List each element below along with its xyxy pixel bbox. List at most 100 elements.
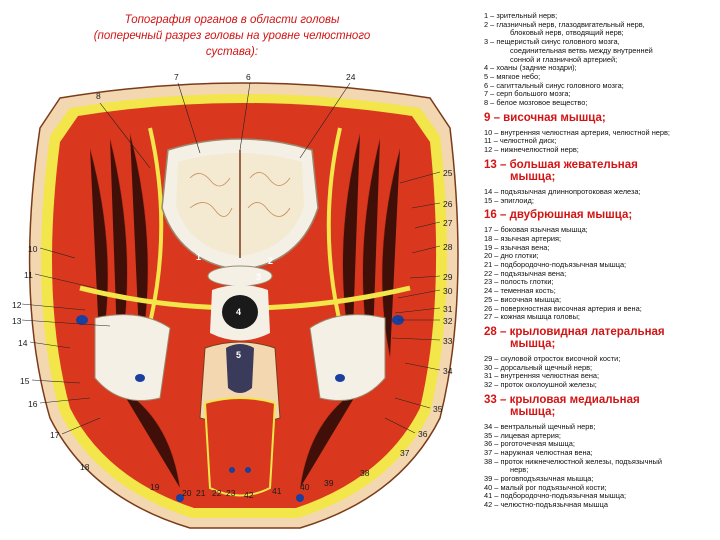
legend-item: 7 – серп большого мозга;: [484, 89, 571, 99]
num-2: 2: [268, 256, 273, 266]
legend-item: 12 – нижнечелюстной нерв;: [484, 145, 579, 155]
num-15: 15: [20, 376, 30, 386]
num-42: 42: [244, 490, 254, 500]
mandible-right: [309, 314, 386, 401]
num-20: 20: [182, 488, 192, 498]
legend-item: 4 – хоаны (задние ноздри);: [484, 63, 577, 73]
num-29: 29: [443, 272, 453, 282]
legend-item: 2 – глазничный нерв, глазодвигательный н…: [484, 19, 645, 29]
num-22: 22: [212, 488, 222, 498]
choanae: [222, 295, 258, 329]
legend-item: 30 – дорсальный щечный нерв;: [484, 362, 593, 372]
figure-number-labels: 1 2 3 4 5 6 7 8 10 11 12 13 14 15 16 17 …: [12, 72, 453, 500]
blood-vessels: [76, 315, 404, 502]
num-8: 8: [96, 91, 101, 101]
legend-item: 11 – челюстной диск;: [484, 136, 557, 146]
num-16: 16: [28, 399, 38, 409]
legend-item: 36 – роготочечная мышца;: [484, 439, 575, 449]
legend-item: 33 – крыловая медиальная: [484, 393, 640, 406]
legend-item: 41 – подбородочно-подъязычная мышца;: [484, 491, 627, 501]
legend-item: мышца;: [510, 405, 556, 418]
num-36: 36: [418, 429, 428, 439]
cavernous-sinus: [207, 265, 273, 287]
num-39: 39: [324, 478, 334, 488]
num-17: 17: [50, 430, 60, 440]
legend-item: 26 – поверхностная височная артерия и ве…: [484, 303, 642, 313]
legend-item: 37 – наружная челюстная вена;: [484, 447, 593, 457]
legend-item: 3 – пещеристый синус головного мозга,: [484, 37, 620, 47]
num-25: 25: [443, 168, 453, 178]
num-28: 28: [443, 242, 453, 252]
legend-item: 17 – боковая язычная мышца;: [484, 225, 588, 235]
legend-item: 16 – двубрюшная мышца;: [484, 209, 633, 222]
legend-item: 27 – кожная мышца головы;: [484, 312, 580, 322]
legend-item: 5 – мягкое небо;: [484, 71, 541, 81]
legend-item: 28 – крыловидная латеральная: [484, 325, 665, 338]
legend-item: мышца;: [510, 170, 556, 183]
num-13: 13: [12, 316, 22, 326]
diagram-title: Топография органов в области головы (поп…: [52, 12, 412, 60]
legend-item: нерв;: [510, 465, 529, 475]
head-cross-section-figure: 1 2 3 4 5 6 7 8 10 11 12 13 14 15 16 17 …: [12, 72, 459, 529]
num-35: 35: [433, 404, 443, 414]
num-38: 38: [360, 468, 370, 478]
legend-item: 1 – зрительный нерв;: [484, 11, 558, 20]
legend-item: 35 – лицевая артерия;: [484, 430, 561, 440]
num-14: 14: [18, 338, 28, 348]
legend-item: 15 – эпиглоид;: [484, 195, 534, 205]
num-6: 6: [246, 72, 251, 82]
legend-item: 19 – язычная вена;: [484, 242, 550, 252]
num-33: 33: [443, 336, 453, 346]
num-7: 7: [174, 72, 179, 82]
legend-item: 10 – внутренняя челюстная артерия, челюс…: [484, 127, 670, 137]
legend-list: 1 – зрительный нерв;2 – глазничный нерв,…: [484, 11, 716, 510]
legend-item: 8 – белое мозговое вещество;: [484, 98, 588, 108]
legend-item: 25 – височная мышца;: [484, 294, 562, 304]
num-12: 12: [12, 300, 22, 310]
num-41: 41: [272, 486, 282, 496]
legend-item: 6 – сагиттальный синус головного мозга;: [484, 80, 624, 90]
num-23: 23: [226, 488, 236, 498]
num-3: 3: [256, 272, 261, 282]
title-line-1: Топография органов в области головы: [124, 14, 340, 26]
tongue-base: [203, 397, 277, 497]
legend-item: 31 – внутренняя челюстная вена;: [484, 371, 600, 381]
num-18: 18: [80, 462, 90, 472]
legend-item: 32 – проток околоушной железы;: [484, 380, 597, 390]
brain-gyri: [189, 172, 291, 217]
num-24: 24: [346, 72, 356, 82]
legend-item: 40 – малый рог подъязычной кости;: [484, 482, 607, 492]
num-1: 1: [196, 252, 201, 262]
legend-item: 34 – вентральный щечный нерв;: [484, 421, 596, 431]
leader-lines: [21, 82, 441, 435]
num-19: 19: [150, 482, 160, 492]
num-40: 40: [300, 482, 310, 492]
legend-item: 39 – роговподъязычная мышца;: [484, 474, 594, 484]
legend-item: 20 – дно глотки;: [484, 251, 539, 261]
num-5: 5: [236, 350, 241, 360]
num-11: 11: [24, 270, 33, 280]
legend-item: сонной и глазничной артерией;: [510, 54, 618, 64]
title-line-3: сустава):: [205, 46, 259, 58]
num-37: 37: [400, 448, 410, 458]
legend-item: 22 – подъязычная вена;: [484, 268, 567, 278]
num-4: 4: [236, 307, 241, 317]
legend-item: 14 – подъязычная длиннопротоковая железа…: [484, 186, 641, 196]
legend-item: 18 – язычная артерия;: [484, 233, 562, 243]
legend-item: 21 – подбородочно-подъязычная мышца;: [484, 260, 627, 270]
legend-item: блоковый нерв, отводящий нерв;: [510, 28, 624, 38]
legend-item: 13 – большая жевательная: [484, 158, 638, 171]
legend-item: 42 – челюстно-подъязычная мышца: [484, 500, 608, 510]
num-21: 21: [196, 488, 206, 498]
num-31: 31: [443, 304, 453, 314]
title-line-2: (поперечный разрез головы на уровне челю…: [93, 30, 371, 42]
num-32: 32: [443, 316, 453, 326]
num-10: 10: [28, 244, 38, 254]
mandible-left: [94, 314, 171, 401]
legend-item: 29 – скуловой отросток височной кости;: [484, 353, 621, 363]
num-26: 26: [443, 199, 453, 209]
legend-item: мышца;: [510, 337, 556, 350]
legend-item: 38 – проток нижнечелюстной железы, подъя…: [484, 456, 662, 466]
legend-item: 24 – теменная кость;: [484, 286, 556, 296]
legend-item: 23 – полость глотки;: [484, 277, 554, 287]
